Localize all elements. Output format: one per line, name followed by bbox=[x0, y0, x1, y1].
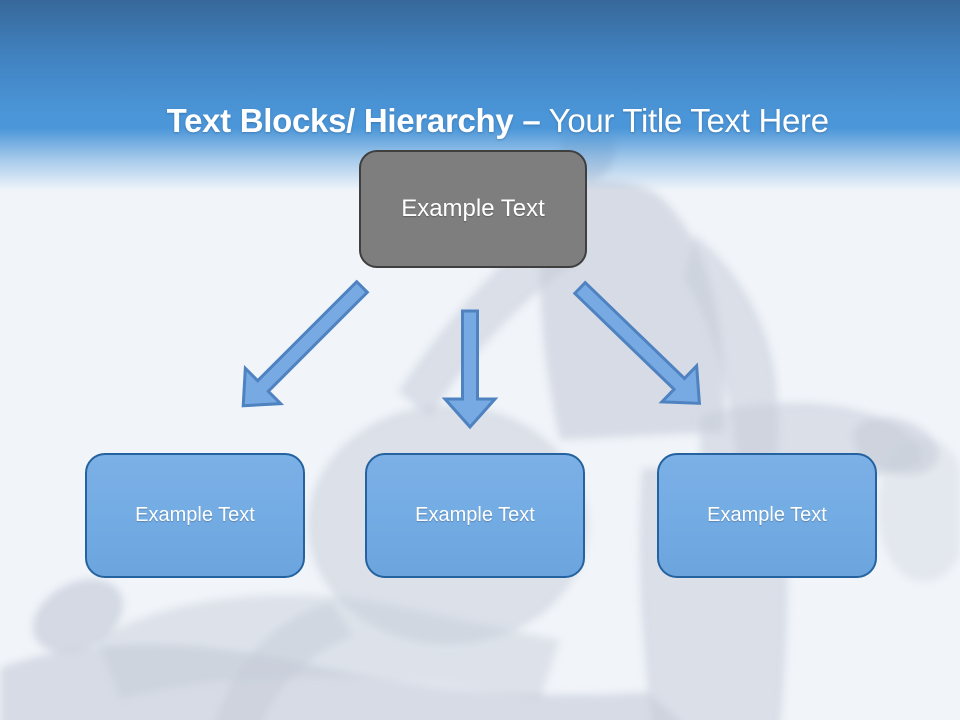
arrow-down-icon[interactable] bbox=[441, 309, 499, 430]
hierarchy-child-3-label: Example Text bbox=[707, 504, 827, 526]
slide-title-regular-text: Your Title Text Here bbox=[540, 102, 829, 139]
hierarchy-child-1-label: Example Text bbox=[135, 504, 255, 526]
slide-title-bold-text: Text Blocks/ Hierarchy – bbox=[166, 102, 541, 139]
trainer-arm-right-silhouette bbox=[683, 235, 779, 460]
woman-body-silhouette bbox=[0, 644, 678, 720]
hierarchy-child-box-1[interactable]: Example Text bbox=[85, 453, 305, 578]
background-blob-right bbox=[878, 438, 960, 582]
arrow-down-right-icon[interactable] bbox=[563, 270, 717, 421]
hierarchy-child-2-label: Example Text bbox=[415, 504, 535, 526]
hierarchy-root-box[interactable]: Example Text bbox=[359, 150, 587, 268]
woman-head-silhouette bbox=[32, 579, 124, 653]
woman-chest-silhouette bbox=[96, 594, 560, 700]
slide-title[interactable]: Text Blocks/ Hierarchy – Your Title Text… bbox=[0, 52, 960, 139]
hierarchy-child-box-3[interactable]: Example Text bbox=[657, 453, 877, 578]
hierarchy-root-label: Example Text bbox=[401, 195, 545, 222]
woman-arm-silhouette bbox=[215, 602, 354, 720]
hierarchy-child-box-2[interactable]: Example Text bbox=[365, 453, 585, 578]
arrow-down-left-icon[interactable] bbox=[226, 269, 380, 423]
